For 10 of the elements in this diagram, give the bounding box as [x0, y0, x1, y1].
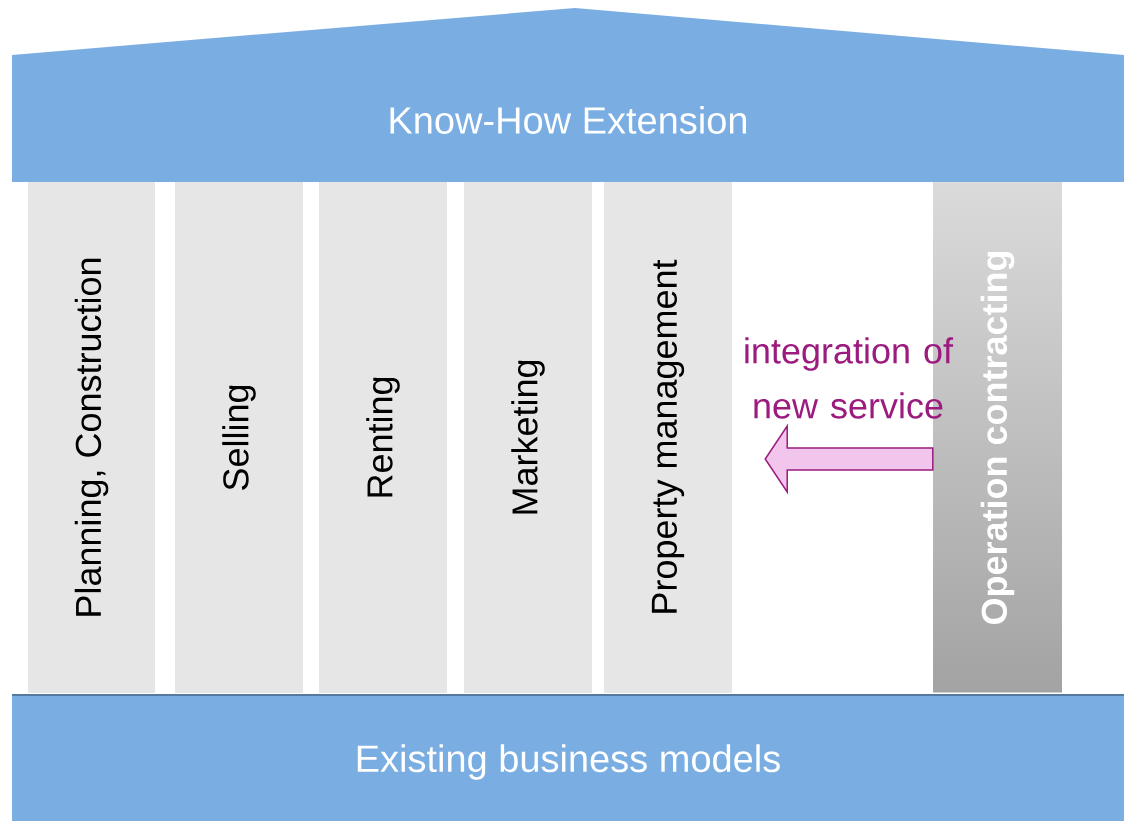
pillar: Operation contracting [980, 251, 1015, 625]
pillar: Planning, Construction [28, 182, 155, 693]
block-arrow [764, 423, 934, 495]
pillar: Selling [175, 182, 303, 693]
edge-label: integration of new service [745, 337, 954, 419]
roof-banner: Know-How Extension [12, 8, 1124, 182]
base-banner: Existing business models [11, 694, 1124, 821]
pillar: Property management [604, 182, 732, 693]
pillar: Renting [319, 182, 447, 693]
pillar: Marketing [464, 182, 592, 693]
